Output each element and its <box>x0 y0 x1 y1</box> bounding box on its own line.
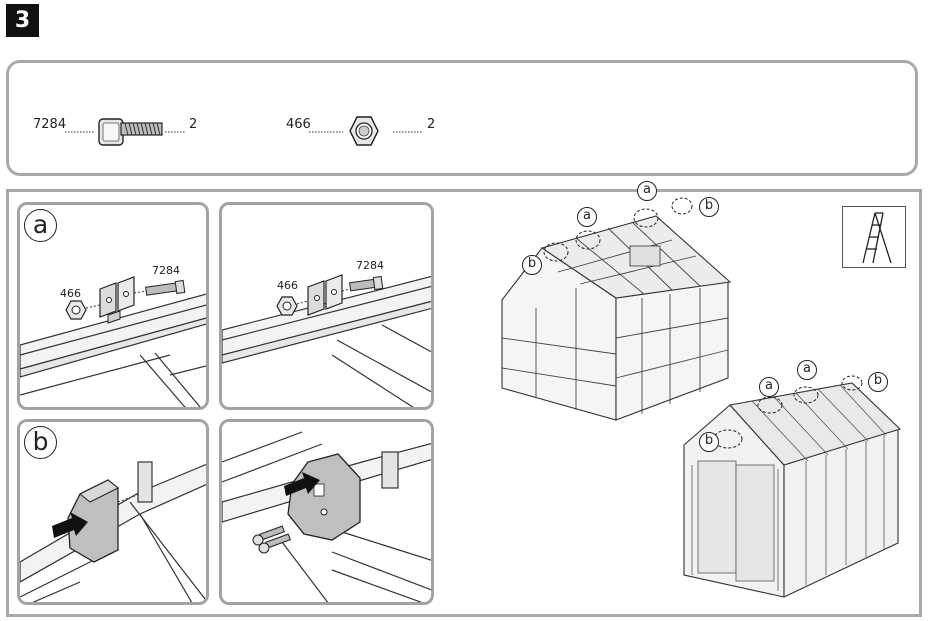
hex-nut-icon <box>349 116 379 146</box>
ladder-icon-drawing <box>862 212 892 264</box>
parts-list: 7284 2 466 2 <box>6 60 918 176</box>
detail-panel-b-installed <box>219 419 434 605</box>
callout-a: a <box>577 207 597 227</box>
callout-a: a <box>759 377 779 397</box>
assembly-area <box>6 189 922 617</box>
callout-a: a <box>637 181 657 201</box>
ladder-icon <box>842 206 906 268</box>
panel-label-b: b <box>24 426 57 459</box>
roof-bracket-exploded-illustration <box>20 276 206 407</box>
parts-illustration <box>65 116 423 146</box>
part-code-bolt: 7284 <box>33 117 67 132</box>
callout-bolt-7284: 7284 <box>356 259 384 272</box>
roof-bracket-assembled-illustration <box>222 274 431 407</box>
callout-bolt-7284: 7284 <box>152 264 180 277</box>
detail-panel-a-exploded: a 466 7284 <box>17 202 209 410</box>
detail-panel-b-cap: b <box>17 419 209 605</box>
step-number-badge: 3 <box>6 4 39 37</box>
callout-b: b <box>699 197 719 217</box>
detail-panel-a-assembled: 466 7284 <box>219 202 434 410</box>
bolt-icon <box>98 118 163 146</box>
shed-overview-illustration <box>683 375 902 598</box>
greenhouse-overview-illustration <box>501 197 732 421</box>
callout-nut-466: 466 <box>277 279 298 292</box>
callout-b: b <box>522 255 542 275</box>
part-qty-nut: 2 <box>427 117 436 132</box>
part-qty-bolt: 2 <box>189 117 198 132</box>
panel-label-a: a <box>24 209 57 242</box>
callout-a: a <box>797 360 817 380</box>
gable-cap-installed-illustration <box>222 431 431 602</box>
gable-cap-illustration <box>20 461 206 602</box>
callout-b: b <box>868 372 888 392</box>
part-code-nut: 466 <box>286 117 311 132</box>
callout-nut-466: 466 <box>60 287 81 300</box>
callout-b: b <box>699 432 719 452</box>
